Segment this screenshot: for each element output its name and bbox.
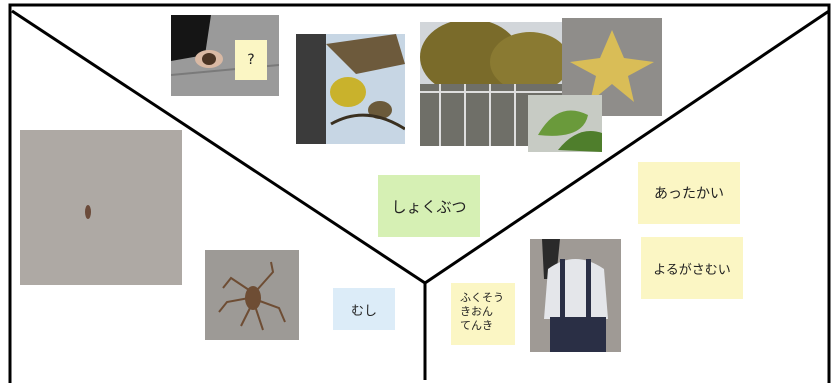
photo-child-suspenders [530, 239, 621, 352]
warm-note-text: あったかい [654, 186, 724, 202]
cold-night-note: よるがさむい [641, 237, 743, 299]
question-note-text: ? [247, 52, 255, 68]
photo-yellow-leaves [296, 34, 405, 144]
plants-category-label: しょくぶつ [391, 197, 467, 216]
insects-category-note: むし [333, 288, 395, 330]
warm-note: あったかい [638, 162, 740, 224]
temperature-line: きおん [460, 305, 493, 318]
clothes-line: ふくそう [460, 291, 504, 304]
photo-spider [205, 250, 299, 340]
plants-category-note: しょくぶつ [378, 175, 480, 237]
weather-line: てんき [460, 319, 493, 332]
question-note: ? [235, 40, 267, 80]
photo-hand-pinecone [171, 15, 279, 96]
cold-night-note-text: よるがさむい [653, 262, 731, 278]
photo-green-leaves [528, 95, 602, 152]
clothes-weather-note: ふくそう きおん てんき [451, 283, 515, 345]
insects-category-label: むし [350, 303, 377, 319]
photo-small-bug [20, 130, 182, 285]
